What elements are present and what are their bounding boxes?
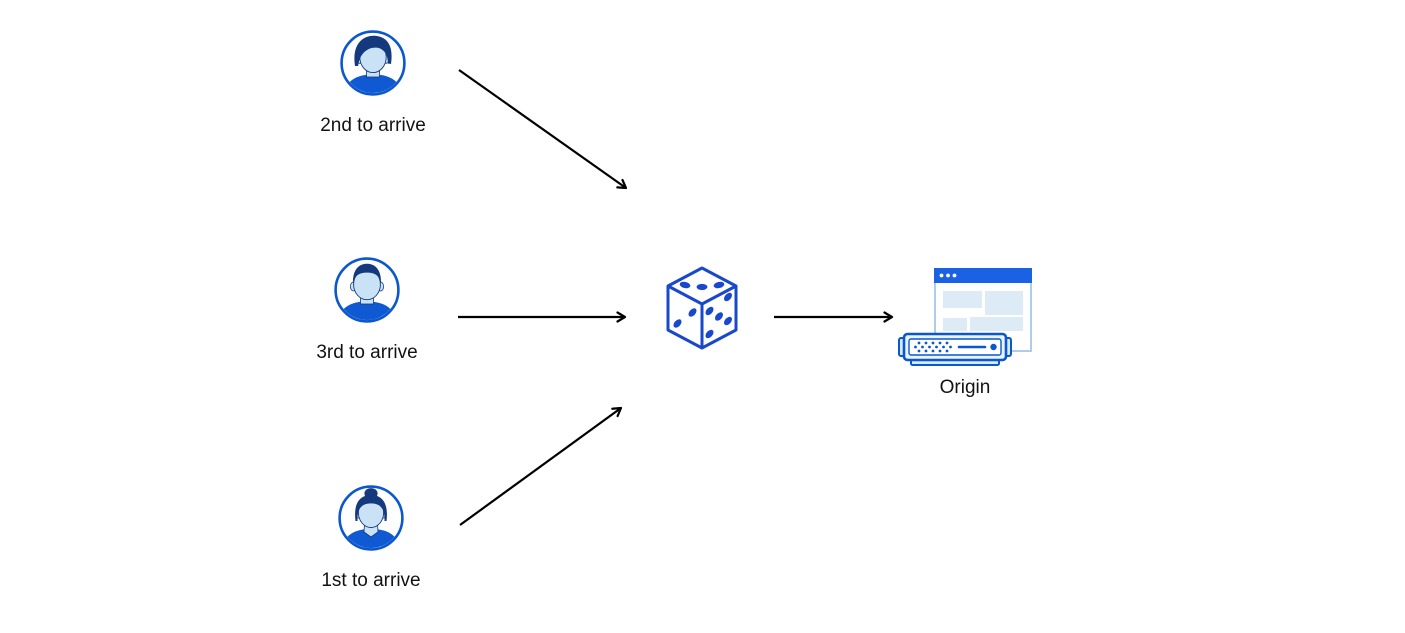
avatar-man-swoop-hair-icon (340, 30, 406, 96)
node-user-1st: 1st to arrive (301, 485, 441, 593)
node-user-2nd: 2nd to arrive (303, 30, 443, 138)
dice-icon (666, 266, 738, 350)
node-user-3rd: 3rd to arrive (297, 257, 437, 365)
node-dice (664, 264, 740, 352)
avatar-man-short-hair-icon (334, 257, 400, 323)
user-label: 3rd to arrive (316, 342, 418, 363)
arrow-user-2nd-to-dice (458, 69, 628, 190)
origin-illustration (898, 268, 1032, 366)
node-origin: Origin (890, 258, 1040, 400)
user-label: 2nd to arrive (320, 115, 426, 136)
arrow-user-1st-to-dice (459, 406, 623, 526)
origin-label: Origin (939, 377, 991, 398)
avatar-woman-bun-hair-icon (338, 485, 404, 551)
user-label: 1st to arrive (321, 570, 421, 591)
server-icon (898, 332, 1012, 366)
